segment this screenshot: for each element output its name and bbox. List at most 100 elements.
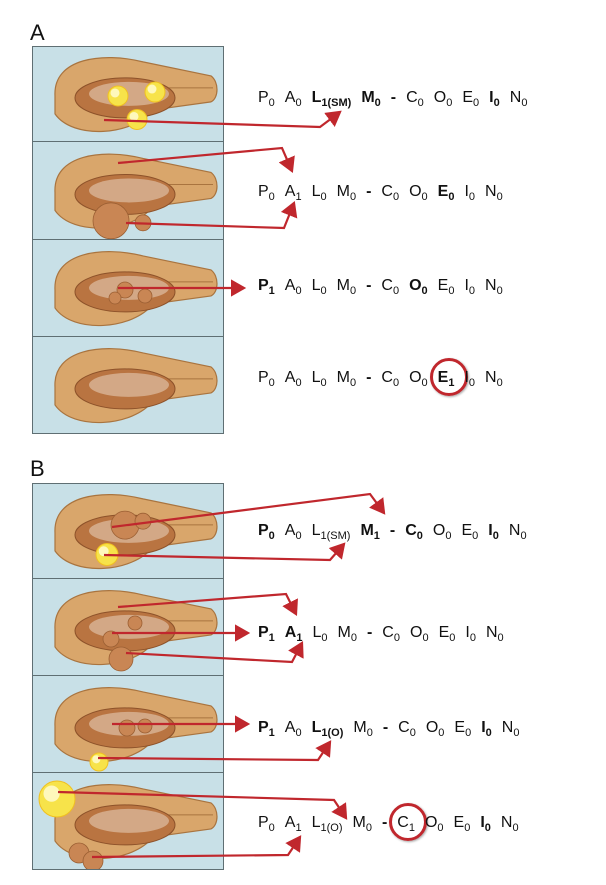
term-subscript: 0: [468, 285, 476, 297]
term-subscript: 0: [421, 191, 428, 203]
term-letter: N: [508, 522, 521, 539]
formula-term-o: O0: [409, 368, 428, 393]
term-letter: C: [382, 624, 394, 641]
ovary-panel-a4: [32, 336, 224, 434]
term-letter: O: [409, 277, 422, 294]
term-letter: A: [284, 89, 296, 106]
formula-term-n: N0: [502, 718, 520, 743]
term-subscript: 0: [485, 727, 492, 739]
formula-term-l: L1(SM): [312, 88, 352, 113]
formula-term-m: M0: [361, 88, 380, 113]
tissue-bump: [92, 202, 130, 239]
term-letter: I: [488, 522, 493, 539]
term-letter: A: [284, 369, 296, 386]
term-subscript: 0: [416, 530, 423, 542]
term-subscript: 0: [448, 285, 455, 297]
formula-term-e: E0: [462, 88, 479, 113]
formula-term-n: N0: [486, 623, 504, 648]
formula-term-c: C1: [389, 803, 428, 841]
ovary-panel-b2: [32, 578, 224, 676]
formula-term-e: E0: [454, 718, 471, 743]
term-letter: P: [258, 624, 269, 641]
formula-separator: -: [382, 719, 389, 736]
term-subscript: 0: [321, 632, 328, 644]
term-letter: N: [485, 369, 497, 386]
tissue-bump: [134, 214, 152, 232]
formula-term-m: M0: [337, 182, 356, 207]
term-subscript: 0: [438, 727, 445, 739]
term-letter: M: [360, 522, 374, 539]
term-letter: I: [480, 814, 485, 831]
term-subscript: 0: [492, 530, 499, 542]
term-subscript: 0: [268, 530, 275, 542]
formula-term-m: M0: [353, 813, 372, 838]
term-subscript: 0: [422, 632, 429, 644]
term-subscript: 0: [392, 285, 400, 297]
term-letter: C: [381, 183, 393, 200]
term-letter: M: [352, 814, 366, 831]
term-subscript: 0: [350, 632, 357, 644]
term-letter: A: [284, 814, 296, 831]
formula-term-i: I0: [464, 182, 475, 207]
ovary-illustration: [38, 780, 218, 869]
term-subscript: 0: [512, 822, 519, 834]
term-letter: P: [258, 277, 269, 294]
formula-term-e: E0: [438, 182, 455, 207]
term-subscript: 0: [493, 97, 500, 109]
formula-term-a: A1: [285, 182, 302, 207]
tissue-bump: [102, 630, 120, 648]
term-letter: M: [336, 277, 350, 294]
term-letter: E: [437, 277, 449, 294]
ovary-panel-a2: [32, 141, 224, 240]
term-letter: I: [464, 369, 469, 386]
formula-term-a: A0: [285, 368, 302, 393]
term-letter: N: [501, 719, 514, 736]
formula-separator: -: [366, 624, 373, 641]
ovary-illustration: [54, 57, 218, 132]
formula-separator: -: [390, 89, 397, 106]
section-label-a: A: [30, 20, 45, 45]
formula-term-l: L1(O): [312, 718, 344, 743]
term-letter: A: [284, 719, 296, 736]
ovary-illustration: [54, 494, 218, 569]
section-label-b: B: [30, 456, 45, 481]
term-letter: A: [284, 624, 297, 641]
formula-term-i: I0: [465, 623, 476, 648]
term-subscript: 0: [295, 727, 302, 739]
formula-term-n: N0: [485, 182, 503, 207]
term-subscript: 0: [366, 727, 373, 739]
ovary-panel-a1: [32, 46, 224, 142]
term-letter: C: [398, 719, 410, 736]
term-letter: M: [336, 369, 350, 386]
ovary-panel-b4: [32, 772, 224, 870]
term-letter: N: [485, 183, 497, 200]
tissue-bump: [137, 288, 153, 304]
term-subscript: 0: [417, 97, 424, 109]
term-letter: A: [284, 277, 296, 294]
term-letter: L: [311, 183, 321, 200]
term-subscript: 0: [392, 377, 400, 389]
term-letter: P: [258, 719, 269, 736]
term-subscript: 0: [268, 97, 275, 109]
term-subscript: 0: [484, 822, 491, 834]
term-letter: C: [405, 522, 417, 539]
ovary-illustration: [54, 251, 218, 327]
term-letter: E: [453, 814, 465, 831]
formula-term-i: I0: [464, 368, 475, 393]
term-subscript: 0: [349, 285, 357, 297]
term-subscript: 0: [268, 822, 275, 834]
term-letter: L: [311, 814, 321, 831]
formula-term-n: N0: [485, 276, 503, 301]
tissue-bump: [108, 646, 134, 672]
term-letter: L: [312, 624, 322, 641]
formula-term-n: N0: [485, 368, 503, 393]
formula-term-p: P0: [258, 813, 275, 838]
term-subscript: 0: [446, 97, 453, 109]
term-subscript: 0: [421, 377, 428, 389]
formula-term-m: M0: [337, 276, 356, 301]
term-subscript: 0: [365, 822, 372, 834]
